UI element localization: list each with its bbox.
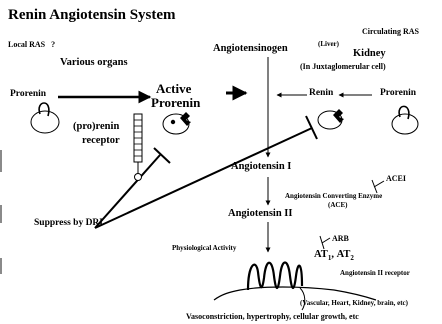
- acei-label: ACEI: [386, 175, 406, 183]
- prorenin-active-label: Prorenin: [151, 96, 200, 109]
- prorenin-receptor-label-2: receptor: [82, 136, 120, 147]
- juxtaglomerular-label: (In Juxtaglomerular cell): [300, 63, 386, 71]
- at-receptor-label: AT1, AT2: [314, 250, 354, 262]
- acei-line: [374, 181, 384, 187]
- local-ras-label: Local RAS ?: [8, 41, 55, 49]
- renin-molecule-icon: [318, 109, 344, 129]
- various-organs-label: Various organs: [60, 58, 128, 69]
- vascular-label: (Vascular, Heart, Kidney, brain, etc): [300, 300, 408, 307]
- prorenin-right-label: Prorenin: [380, 89, 416, 99]
- angiotensin-2-label: Angiotensin II: [228, 209, 292, 220]
- suppress-dri-label: Suppress by DRI: [34, 219, 103, 229]
- prorenin-receptor-label-1: (pro)renin: [73, 122, 119, 133]
- renin-label: Renin: [309, 89, 333, 99]
- liver-label: (Liver): [318, 41, 339, 48]
- ace-label-2: (ACE): [328, 202, 347, 209]
- dri-line-to-receptor: [95, 155, 160, 228]
- active-label: Active: [156, 82, 191, 95]
- active-prorenin-molecule-icon: [163, 112, 191, 134]
- effects-label: Vasoconstriction, hypertrophy, cellular …: [186, 313, 359, 321]
- prorenin-molecule-icon: [31, 103, 59, 133]
- prorenin-molecule-right-icon: [392, 106, 418, 134]
- arb-line: [322, 238, 330, 243]
- prorenin-left-label: Prorenin: [10, 90, 46, 100]
- angiotensin-1-label: Angiotensin I: [231, 162, 291, 173]
- angiotensinogen-label: Angiotensinogen: [213, 44, 288, 55]
- prorenin-receptor-icon: [134, 114, 142, 181]
- circulating-ras-label: Circulating RAS: [362, 28, 419, 36]
- inhibit-bar-receptor: [154, 148, 170, 163]
- physiological-activity-label: Physiological Activity: [172, 245, 236, 252]
- inhibit-bar-renin: [306, 116, 317, 139]
- ace-label-1: Angiotensin Converting Enzyme: [285, 193, 382, 200]
- kidney-label: Kidney: [353, 49, 386, 60]
- arb-label: ARB: [332, 235, 349, 243]
- diagram-title: Renin Angiotensin System: [8, 8, 176, 23]
- at2-receptor-label: Angiotensin II receptor: [340, 270, 410, 277]
